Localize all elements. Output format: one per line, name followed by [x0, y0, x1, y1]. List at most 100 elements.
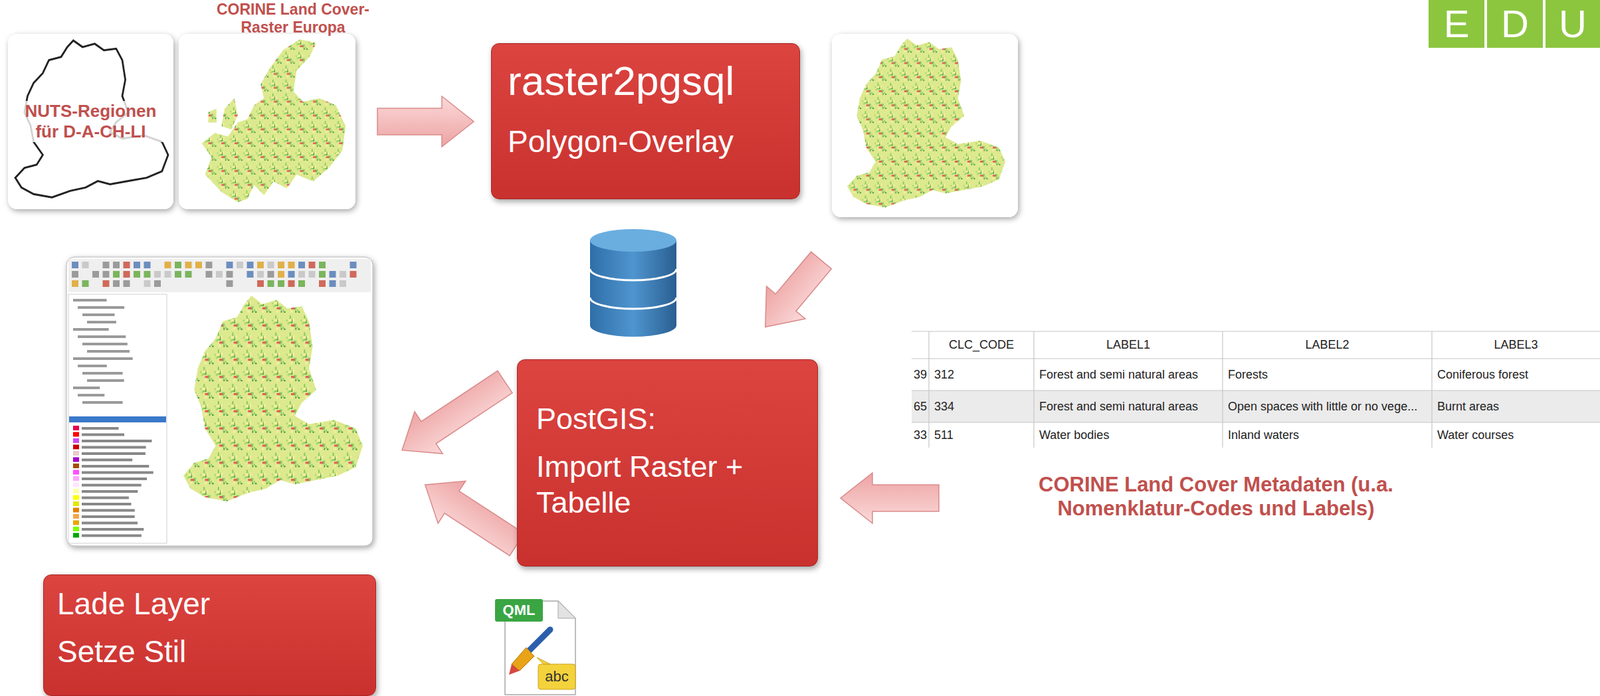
qgis-screenshot — [123, 271, 131, 278]
flow-arrow — [840, 473, 939, 524]
box-body: Polygon-Overlay — [507, 124, 784, 160]
box-body: Import Raster + Tabelle — [536, 449, 799, 521]
qgis-screenshot — [277, 271, 285, 278]
dach-raster-image — [831, 33, 1018, 218]
qgis-screenshot — [73, 357, 133, 361]
dach-raster-image — [831, 33, 1018, 218]
qgis-screenshot — [73, 533, 80, 539]
qgis-screenshot — [144, 261, 151, 269]
icon-text: abc — [538, 664, 576, 690]
europe-raster-image — [178, 33, 356, 210]
metadata-table — [1431, 331, 1432, 448]
table-cell: Water bodies — [1039, 428, 1109, 443]
qgis-screenshot — [81, 484, 142, 488]
box-title: Lade Layer — [57, 586, 363, 623]
logo-letter: U — [1545, 0, 1600, 48]
table-header: LABEL2 — [1222, 331, 1432, 359]
table-cell: 39 — [913, 368, 927, 383]
qgis-screenshot — [339, 271, 347, 278]
qgis-screenshot — [318, 261, 326, 269]
qgis-screenshot — [73, 526, 80, 532]
metadata-table — [911, 330, 1600, 332]
qgis-screenshot — [81, 534, 142, 538]
qgis-screenshot — [82, 372, 123, 375]
qgis-screenshot — [73, 299, 107, 302]
table-cell: 312 — [934, 368, 955, 383]
table-cell: Burnt areas — [1437, 400, 1500, 414]
table-header: LABEL3 — [1493, 338, 1538, 353]
table-header: CLC_CODE — [948, 338, 1014, 353]
qgis-screenshot — [81, 439, 152, 443]
qgis-screenshot — [73, 463, 80, 469]
qgis-screenshot — [205, 261, 213, 269]
flow-arrow — [388, 360, 519, 472]
qgis-screenshot — [77, 364, 107, 368]
map-image-node: NUTS-Regionen für D-A-CH-LI — [7, 33, 174, 210]
qgis-screenshot — [77, 394, 105, 397]
qgis-screenshot — [73, 495, 80, 501]
qgis-screenshot — [77, 335, 126, 339]
qgis-screenshot — [82, 313, 115, 317]
flow-arrow — [746, 244, 841, 344]
qgis-screenshot — [257, 261, 264, 269]
qgis-screenshot — [112, 261, 120, 269]
database-icon — [590, 297, 677, 309]
qgis-screenshot — [267, 261, 275, 269]
metadata-table — [911, 331, 1600, 448]
qgis-screenshot — [71, 271, 79, 278]
qgis-screenshot — [164, 261, 172, 269]
table-cell: Water courses — [1437, 428, 1514, 443]
qgis-screenshot — [81, 490, 138, 494]
qgis-screenshot — [154, 271, 161, 278]
qgis-screenshot — [87, 379, 125, 383]
box-title: PostGIS: — [536, 401, 799, 438]
qgis-screenshot — [81, 509, 135, 513]
qgis-screenshot — [73, 470, 80, 476]
qgis-screenshot — [102, 261, 110, 269]
qgis-screenshot — [226, 261, 234, 269]
database-icon — [590, 240, 677, 337]
qgis-screenshot — [81, 452, 146, 456]
logo-letter: E — [1428, 0, 1485, 48]
qgis-screenshot — [247, 271, 254, 278]
table-cell: Forests — [1227, 368, 1268, 383]
table-cell: 312 — [934, 358, 1032, 391]
table-cell: Forest and semi natural areas — [1039, 368, 1199, 383]
qgis-screenshot — [73, 386, 100, 390]
dach-raster-image — [847, 38, 1006, 208]
qgis-screenshot — [73, 438, 80, 444]
icon-text: abc — [544, 668, 569, 686]
table-cell: Coniferous forest — [1437, 368, 1529, 383]
qgis-screenshot — [144, 271, 151, 278]
table-header: LABEL1 — [1106, 338, 1151, 353]
database-icon — [590, 269, 677, 281]
qgis-screenshot — [226, 271, 234, 278]
qgis-screenshot — [66, 257, 373, 547]
nuts-map-image — [7, 33, 174, 210]
qgis-screenshot — [87, 350, 130, 353]
qgis-screenshot — [112, 280, 120, 288]
europe-raster-image — [201, 39, 346, 202]
nuts-map-image — [7, 33, 174, 210]
metadata-table — [911, 331, 1600, 448]
qgis-screenshot — [73, 445, 80, 450]
qgis-screenshot — [82, 342, 128, 346]
qgis-screenshot — [329, 280, 337, 288]
qgis-screenshot — [350, 261, 357, 269]
europe-raster-image — [178, 33, 356, 210]
europe-raster-image — [221, 98, 238, 130]
qgis-screenshot — [183, 295, 363, 502]
qgis-screenshot — [154, 280, 161, 288]
qgis-screenshot — [112, 271, 120, 278]
qgis-screenshot — [73, 457, 80, 463]
qgis-screenshot — [68, 259, 371, 293]
qgis-screenshot — [92, 271, 100, 278]
qgis-screenshot — [174, 261, 182, 269]
qgis-screenshot — [288, 280, 296, 288]
qgis-screenshot — [308, 261, 316, 269]
qgis-screenshot — [73, 483, 80, 488]
qgis-screenshot — [185, 261, 193, 269]
qgis-screenshot — [298, 261, 305, 269]
qgis-screenshot — [73, 514, 80, 519]
